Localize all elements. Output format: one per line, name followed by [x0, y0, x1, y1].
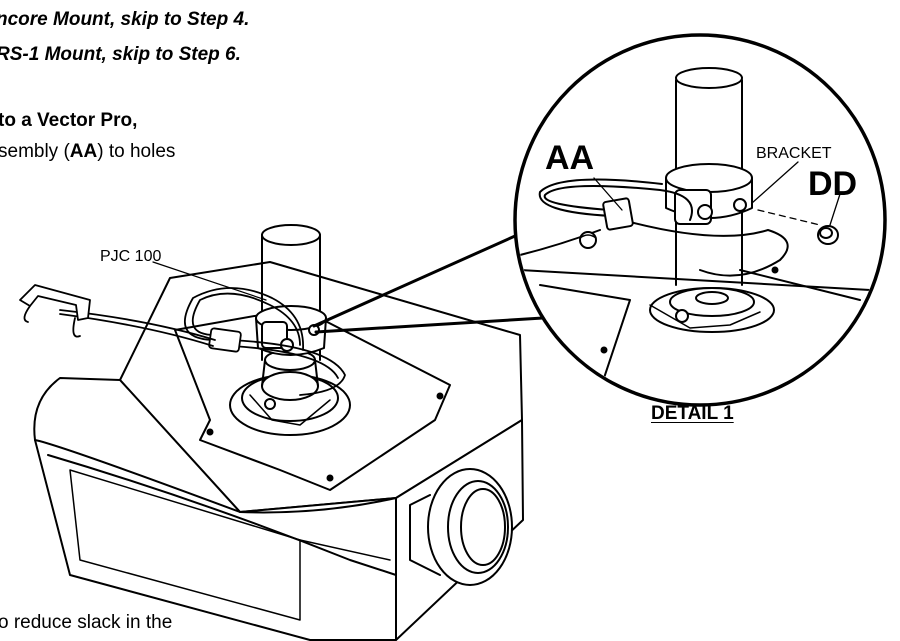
- detail-connector-lines: [312, 230, 545, 334]
- part-aa-label: AA: [545, 139, 595, 177]
- instruction-line-assembly: sembly (AA) to holes: [0, 142, 175, 161]
- instruction-text: ) to holes: [97, 141, 176, 162]
- detail-1-circle: [513, 33, 887, 407]
- detail-1-caption: DETAIL 1: [651, 403, 734, 424]
- pjc-100-tube: [255, 224, 327, 361]
- adapter-hub: [229, 349, 351, 436]
- instruction-line-slack: o reduce slack in the: [0, 612, 173, 633]
- part-reference-aa: AA: [69, 141, 98, 162]
- instruction-text: sembly (: [0, 141, 70, 162]
- safety-cable: [19, 284, 346, 396]
- instruction-line-rs1: RS-1 Mount, skip to Step 6.: [0, 44, 241, 65]
- part-dd-label: DD: [808, 165, 858, 203]
- instruction-line-vector-pro: to a Vector Pro,: [0, 110, 138, 131]
- instruction-line-encore: ncore Mount, skip to Step 4.: [0, 9, 250, 30]
- bracket-label: BRACKET: [756, 145, 832, 162]
- pjc-leader-line: [152, 261, 267, 301]
- pjc-100-label: PJC 100: [100, 248, 162, 265]
